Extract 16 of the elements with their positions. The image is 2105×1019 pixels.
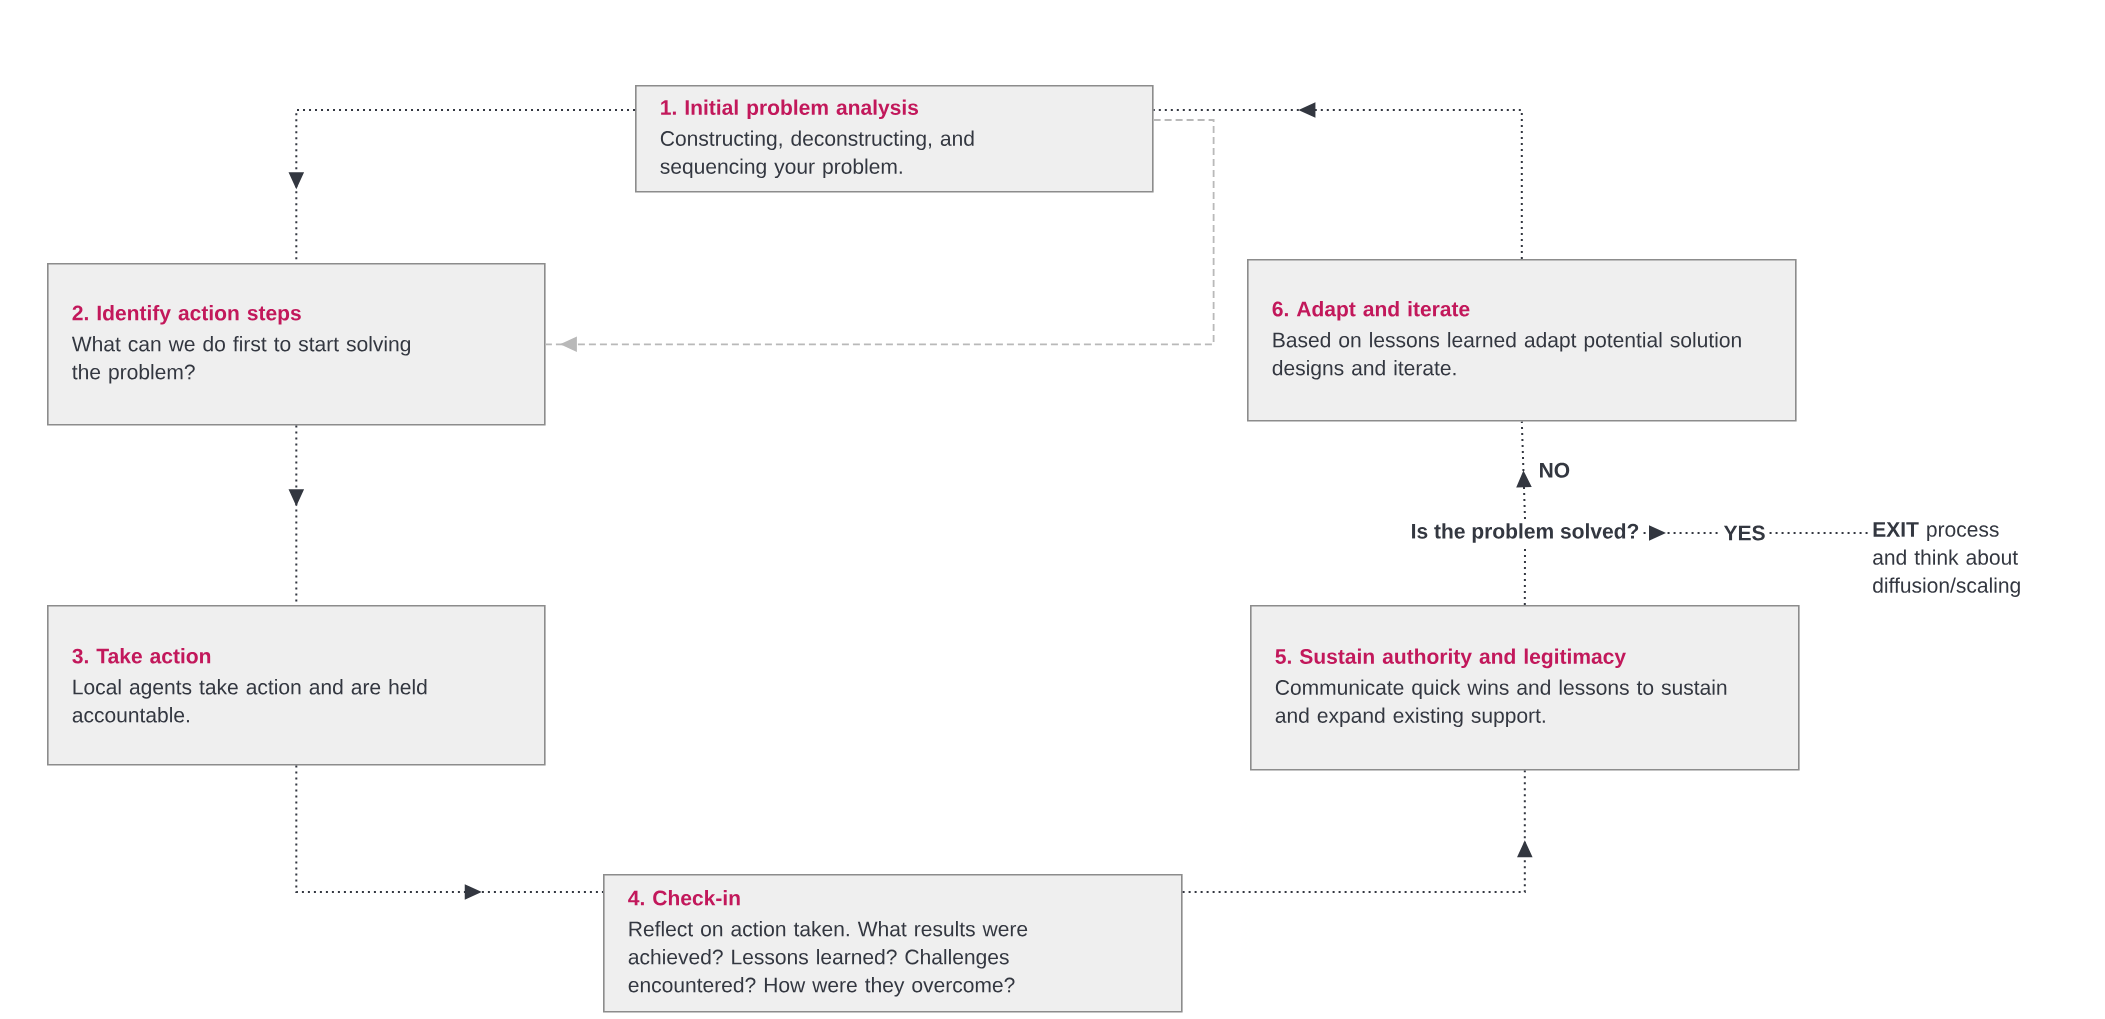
question-text: Is the problem solved? (1412, 523, 1639, 543)
process-box: 1. Initial problem analysis Constructing, deconstructing, and sequencing your problem. (635, 85, 1154, 193)
arrow (295, 764, 604, 900)
arrow (1642, 525, 1869, 541)
exit-note: EXIT process and think about diffusion/scaling (1873, 522, 2020, 597)
arrow (544, 119, 1215, 353)
edge-label: YES (1720, 522, 1769, 544)
process-box: 4. Check-in Reflect on action taken. What results were achieved? Lessons learned? Challenges encountered? How were they overcome? (603, 874, 1183, 1013)
arrow (1516, 420, 1532, 520)
arrow (1181, 769, 1533, 893)
process-box: 3. Take action Local agents take action and are held accountable. (47, 605, 546, 766)
process-box: 5. Sustain authority and legitimacy Communicate quick wins and lessons to sustain and expand existing support. (1250, 605, 1800, 771)
process-box: 2. Identify action steps What can we do first to start solving the problem? (47, 263, 546, 426)
arrow (1152, 102, 1523, 260)
edge-label: NO (1535, 459, 1574, 481)
process-box: 6. Adapt and iterate Based on lessons learned adapt potential solution designs and iterate. (1247, 259, 1797, 422)
